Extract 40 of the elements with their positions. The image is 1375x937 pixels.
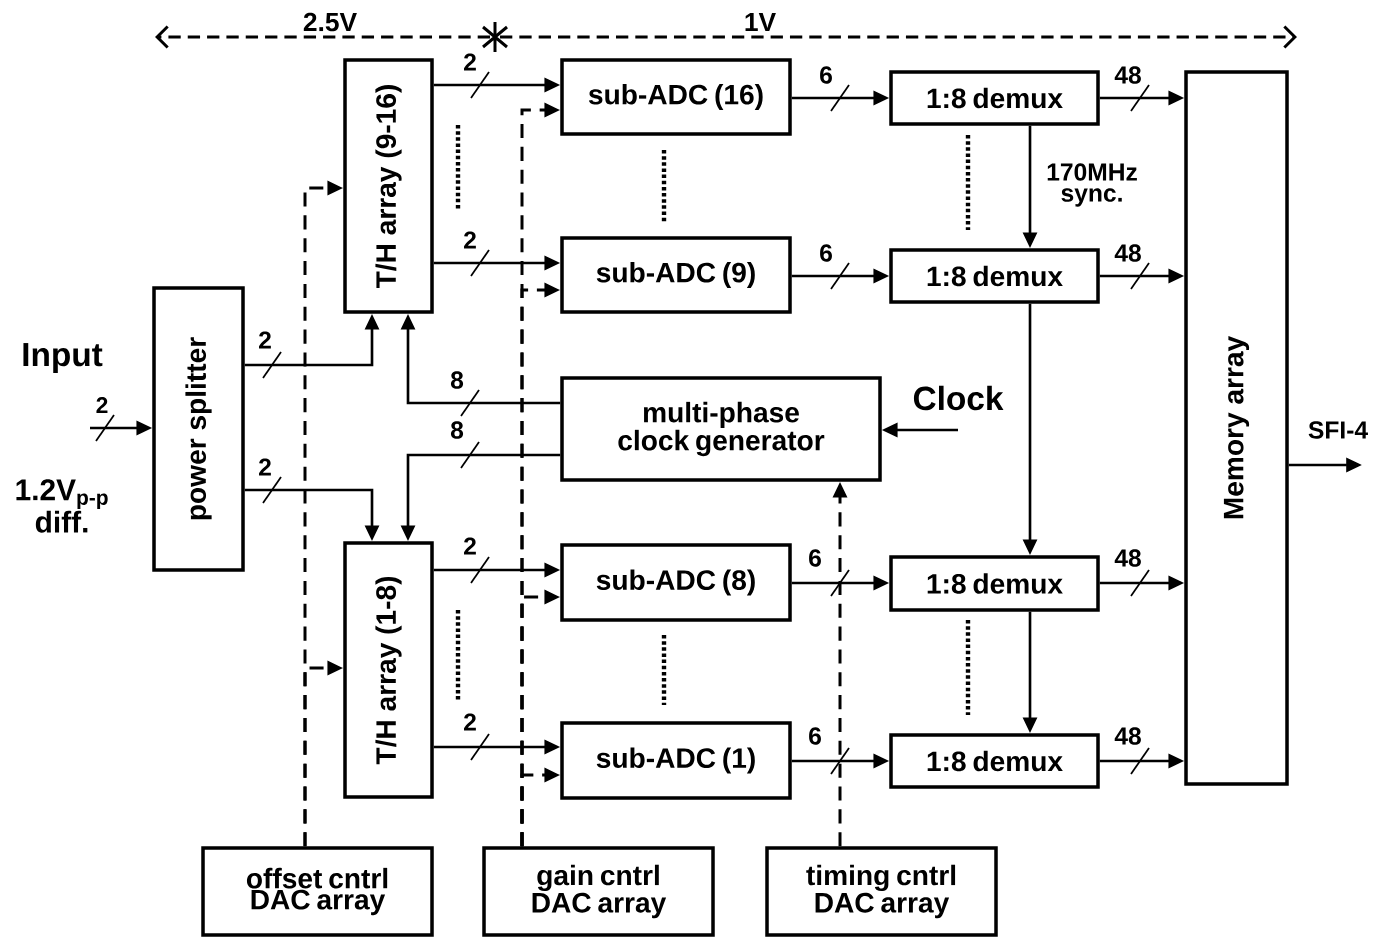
array-box: T/H array (1-8) <box>343 541 434 799</box>
edge-label: SFI-4 <box>1308 421 1368 439</box>
edge-label: 6 <box>809 549 821 567</box>
splitter-box: power splitter <box>152 286 245 572</box>
edge-label: 2 <box>464 537 476 555</box>
edge-label: 48 <box>1114 66 1141 84</box>
demux-box: 1:8 demux <box>889 733 1100 789</box>
edge-label: 6 <box>820 244 832 262</box>
demux-box: 1:8 demux <box>889 70 1100 126</box>
edge-label: 2 <box>464 713 476 731</box>
edge-label: 2 <box>259 458 271 476</box>
converter-box: sub-ADC (8) <box>560 543 792 622</box>
edge-label: 48 <box>1114 727 1141 745</box>
edge-label: 2 <box>259 331 271 349</box>
dimension-label: 1V <box>745 12 776 32</box>
control-box: gain cntrl DAC array <box>482 846 715 937</box>
demux-box: 1:8 demux <box>889 248 1100 304</box>
converter-box: sub-ADC (16) <box>560 58 792 136</box>
edge-label: 2 <box>464 231 476 249</box>
edge-label: 8 <box>450 421 464 439</box>
converter-box: sub-ADC (1) <box>560 721 792 800</box>
edge-label: Clock <box>913 385 1004 411</box>
array-box: T/H array (9-16) <box>343 58 434 314</box>
edge-label: 6 <box>820 66 832 84</box>
control-box: offset cntrl DAC array <box>201 846 434 937</box>
input-label: Input <box>23 343 103 373</box>
edge-label: 48 <box>1114 549 1141 567</box>
signal-label: 1.2V$_{p-p}$ diff. <box>16 479 108 533</box>
dimension-label: 2.5V <box>303 12 357 32</box>
edge-label: 8 <box>450 371 464 389</box>
edge-label: 6 <box>809 727 821 745</box>
edge-label: 48 <box>1114 244 1141 262</box>
converter-box: sub-ADC (9) <box>560 236 792 314</box>
edge-label: 170MHz sync. <box>1047 163 1137 207</box>
memory-box: Memory array <box>1184 70 1289 786</box>
clock-generator-box: multi-phase clock generator <box>560 376 882 482</box>
edge-label: 2 <box>96 397 108 413</box>
control-box: timing cntrl DAC array <box>765 846 998 937</box>
demux-box: 1:8 demux <box>889 555 1100 612</box>
edge-label: 2 <box>464 53 476 71</box>
